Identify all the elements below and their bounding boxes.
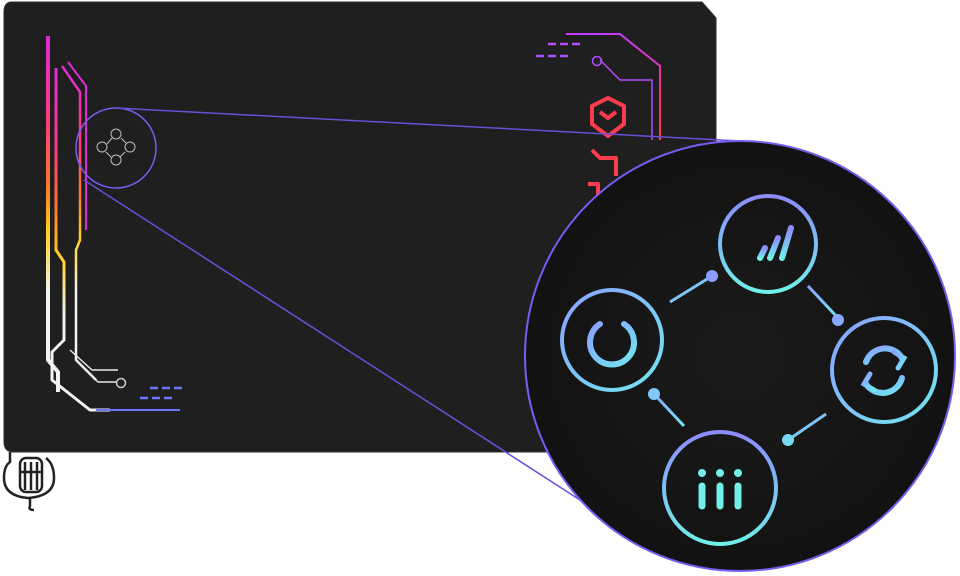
signal-bars-icon [749,225,794,261]
magnifier [524,140,956,572]
zoom-lines [83,107,741,501]
usb-connector [2,452,56,512]
triple-bars-icon [698,469,742,510]
power-icon [587,315,637,368]
brand-logo [588,96,626,196]
power-button[interactable] [560,288,664,392]
lighting-mode-button[interactable] [662,430,778,546]
sync-button[interactable] [830,316,938,424]
button-connectors [648,270,844,446]
right-rgb-strip [536,33,666,140]
sync-icon [860,345,908,396]
performance-button[interactable] [718,194,818,294]
